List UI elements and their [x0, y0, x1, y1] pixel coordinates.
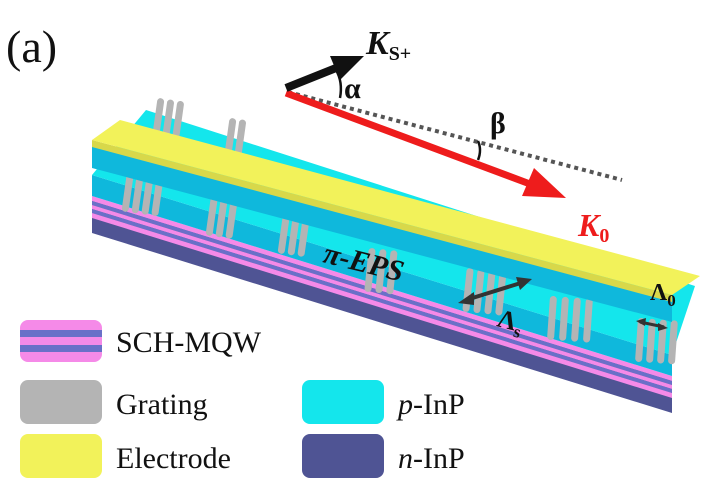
p-inp-ridge-side [92, 145, 672, 322]
lambda-0-arrow [636, 318, 668, 331]
beta-label: β [490, 107, 506, 140]
legend-swatch-p-inp [302, 380, 384, 424]
legend-label-sch-mqw: SCH-MQW [116, 326, 262, 359]
legend-label-n-inp: n-InP [398, 442, 465, 475]
lambda-s-arrow [458, 277, 532, 305]
alpha-label: α [344, 72, 361, 105]
legend-swatch-n-inp [302, 434, 384, 478]
panel-label: (a) [6, 21, 57, 72]
lambda-0-label: Λ0 [650, 280, 676, 310]
laser-device [92, 97, 700, 413]
legend: SCH-MQW Grating Electrode p-InP n-InP [20, 320, 465, 478]
legend-label-grating: Grating [116, 388, 208, 421]
legend-swatch-grating [20, 380, 102, 424]
legend-label-electrode: Electrode [116, 442, 231, 475]
legend-label-p-inp: p-InP [396, 388, 465, 421]
legend-swatch-sch-mqw [20, 320, 102, 362]
electrode-side [92, 140, 672, 302]
ks-label: KS+ [365, 25, 411, 65]
beta-arc [476, 140, 482, 161]
electrode-top [92, 120, 700, 295]
k0-arrow [284, 89, 566, 198]
legend-swatch-electrode [20, 434, 102, 478]
reference-dotted-line [287, 90, 623, 182]
k0-label: K0 [577, 207, 609, 247]
alpha-arc [334, 69, 343, 99]
